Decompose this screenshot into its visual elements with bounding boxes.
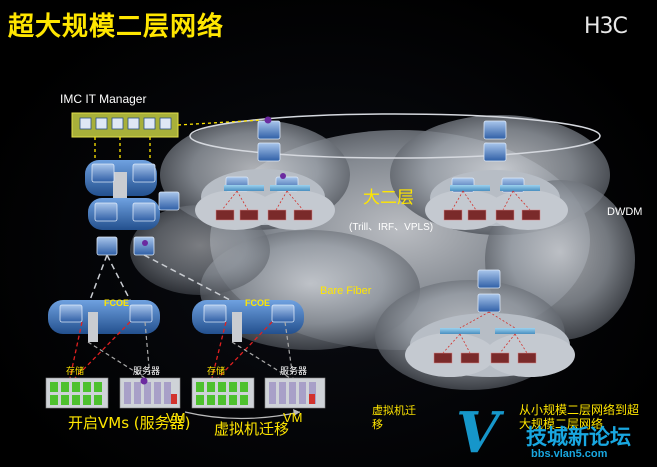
imc-manager-bar — [71, 112, 179, 138]
uplinks — [89, 254, 231, 301]
fcoe-right-label: FCOE — [245, 298, 271, 308]
server-left-label: 服务器 — [133, 366, 161, 376]
watermark-v-glyph: V — [456, 400, 500, 466]
dwdm-label: DWDM — [607, 206, 643, 218]
vm-migration-note: 虚拟机迁移 — [372, 405, 416, 431]
watermark-text: 技城新论坛 — [526, 425, 631, 449]
server-rack-right — [264, 377, 326, 409]
evolution-note: 从小规模二层网络到超大规模二层网络 — [519, 403, 640, 431]
storage-array-right — [191, 377, 255, 409]
enable-vms-caption: 开启VMs (服务器) — [68, 414, 191, 432]
page-title: 超大规模二层网络 — [8, 12, 225, 42]
bare-fiber-label: Bare Fiber — [320, 285, 372, 297]
migration-arrowhead — [293, 409, 300, 416]
storage-array-left — [45, 377, 109, 409]
server-rack-left — [119, 377, 181, 409]
dc-core-right — [443, 120, 541, 221]
fcoe-switch-left — [48, 300, 160, 342]
fcoe-left-label: FCOE — [104, 298, 130, 308]
imc-manager-label: IMC IT Manager — [60, 92, 147, 106]
dc-core-left — [215, 116, 313, 221]
server-links — [87, 321, 294, 379]
fcoe-switch-right — [192, 300, 304, 342]
storage-right-label: 存储 — [207, 366, 226, 376]
storage-left-label: 存储 — [66, 366, 85, 376]
management-links — [94, 119, 263, 160]
vm-left-label: VM — [166, 410, 186, 425]
migration-arrow — [184, 411, 301, 420]
core-switch-stack — [85, 160, 180, 256]
large-l2-label: 大二层 — [363, 188, 414, 208]
h3c-logo: H3C — [584, 14, 628, 39]
vm-right-label: VM — [283, 410, 303, 425]
dc-core-bottom — [433, 269, 537, 364]
dwdm-ring — [189, 113, 601, 159]
protocols-label: (Trill、IRF、VPLS) — [349, 222, 434, 233]
server-right-label: 服务器 — [280, 366, 308, 376]
vm-migration-caption: 虚拟机迁移 — [214, 420, 290, 438]
watermark-url: bbs.vlan5.com — [531, 448, 608, 460]
